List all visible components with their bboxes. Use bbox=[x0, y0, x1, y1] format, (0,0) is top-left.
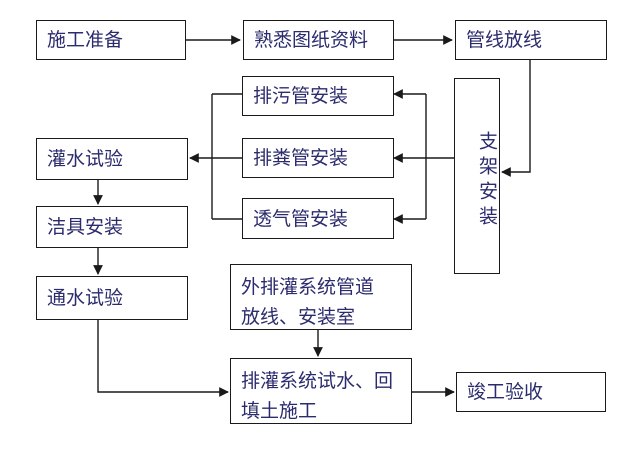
node-water-test: 灌水试验 bbox=[36, 138, 188, 180]
arrow-flow-test-to-system-test bbox=[97, 320, 229, 397]
node-vent-pipe: 透气管安装 bbox=[242, 198, 394, 239]
node-external-drain: 外排灌系统管道 放线、安装室 bbox=[230, 264, 412, 330]
node-fixture-install: 洁具安装 bbox=[36, 206, 188, 248]
node-acceptance: 竣工验收 bbox=[456, 372, 606, 412]
arrow-layout-to-support bbox=[501, 58, 531, 177]
node-flow-test: 通水试验 bbox=[36, 276, 188, 320]
node-familiarize: 熟悉图纸资料 bbox=[243, 20, 394, 60]
node-sewage-pipe: 排污管安装 bbox=[242, 76, 394, 116]
node-system-test: 排灌系统试水、回 填土施工 bbox=[230, 358, 412, 424]
node-layout: 管线放线 bbox=[455, 20, 607, 60]
node-prep: 施工准备 bbox=[36, 20, 186, 60]
node-waste-pipe: 排粪管安装 bbox=[242, 138, 394, 178]
node-support-install: 支架安装 bbox=[454, 78, 500, 274]
